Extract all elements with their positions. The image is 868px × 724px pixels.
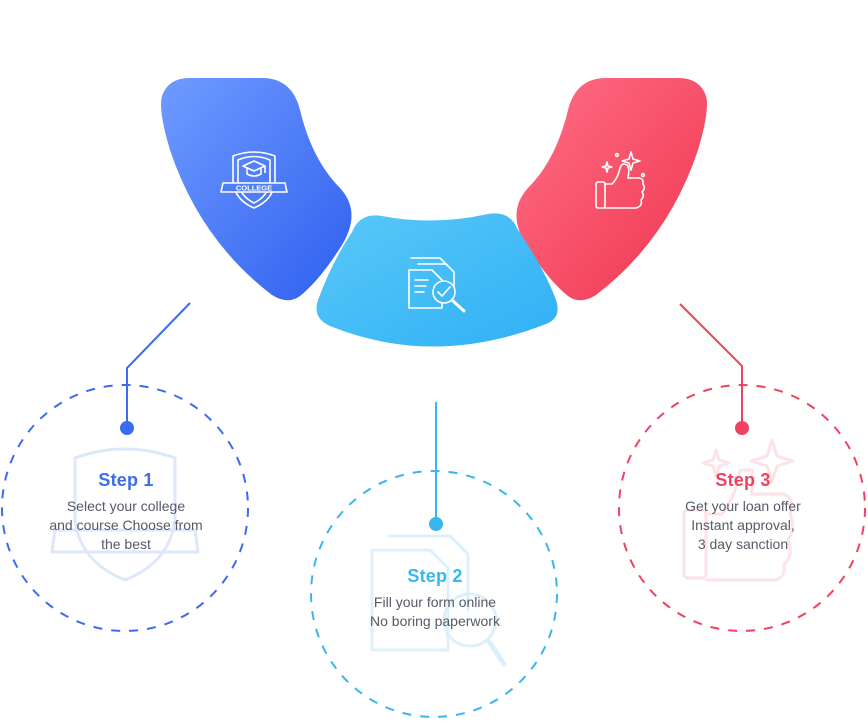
step-1-description: Select your college and course Choose fr… bbox=[20, 497, 232, 554]
step-1-line-2: and course Choose from bbox=[49, 517, 203, 533]
step-2-dashed-circle bbox=[310, 470, 558, 718]
document-check-icon bbox=[408, 257, 466, 313]
step-3-text: Step 3 Get your loan offer Instant appro… bbox=[637, 470, 849, 554]
step-3-description: Get your loan offer Instant approval, 3 … bbox=[637, 497, 849, 554]
step-2-dot bbox=[429, 517, 443, 531]
step-3-dashed-circle bbox=[618, 384, 866, 632]
step-2-text: Step 2 Fill your form online No boring p… bbox=[330, 566, 540, 631]
step-3-line-1: Get your loan offer bbox=[685, 498, 801, 514]
step-1-line-1: Select your college bbox=[66, 498, 186, 514]
step-2-title: Step 2 bbox=[407, 566, 463, 586]
thumbs-watermark-icon bbox=[682, 438, 795, 582]
step-1-title: Step 1 bbox=[98, 470, 154, 490]
step-3-connector bbox=[679, 303, 743, 428]
step-3-line-3: 3 day sanction bbox=[697, 536, 789, 552]
step-1-dot bbox=[120, 421, 134, 435]
document-watermark-icon bbox=[370, 534, 507, 667]
step-1-text: Step 1 Select your college and course Ch… bbox=[20, 470, 232, 554]
thumbs-up-sparkle-icon bbox=[595, 151, 646, 209]
step-2-line-2: No boring paperwork bbox=[370, 613, 500, 629]
step-1-connector bbox=[126, 302, 191, 428]
step-3-title: Step 3 bbox=[715, 470, 771, 490]
step-3-petal bbox=[516, 78, 707, 301]
college-badge-text: COLLEGE bbox=[236, 184, 272, 193]
college-watermark-icon bbox=[50, 447, 200, 582]
step-3-line-2: Instant approval, bbox=[691, 517, 795, 533]
step-2-description: Fill your form online No boring paperwor… bbox=[330, 593, 540, 631]
college-badge-icon: COLLEGE bbox=[220, 151, 288, 209]
step-1-dashed-circle bbox=[1, 384, 249, 632]
step-2-line-1: Fill your form online bbox=[373, 594, 497, 610]
step-3-dot bbox=[735, 421, 749, 435]
step-2-petal bbox=[316, 213, 558, 347]
step-1-line-3: the best bbox=[101, 536, 151, 552]
